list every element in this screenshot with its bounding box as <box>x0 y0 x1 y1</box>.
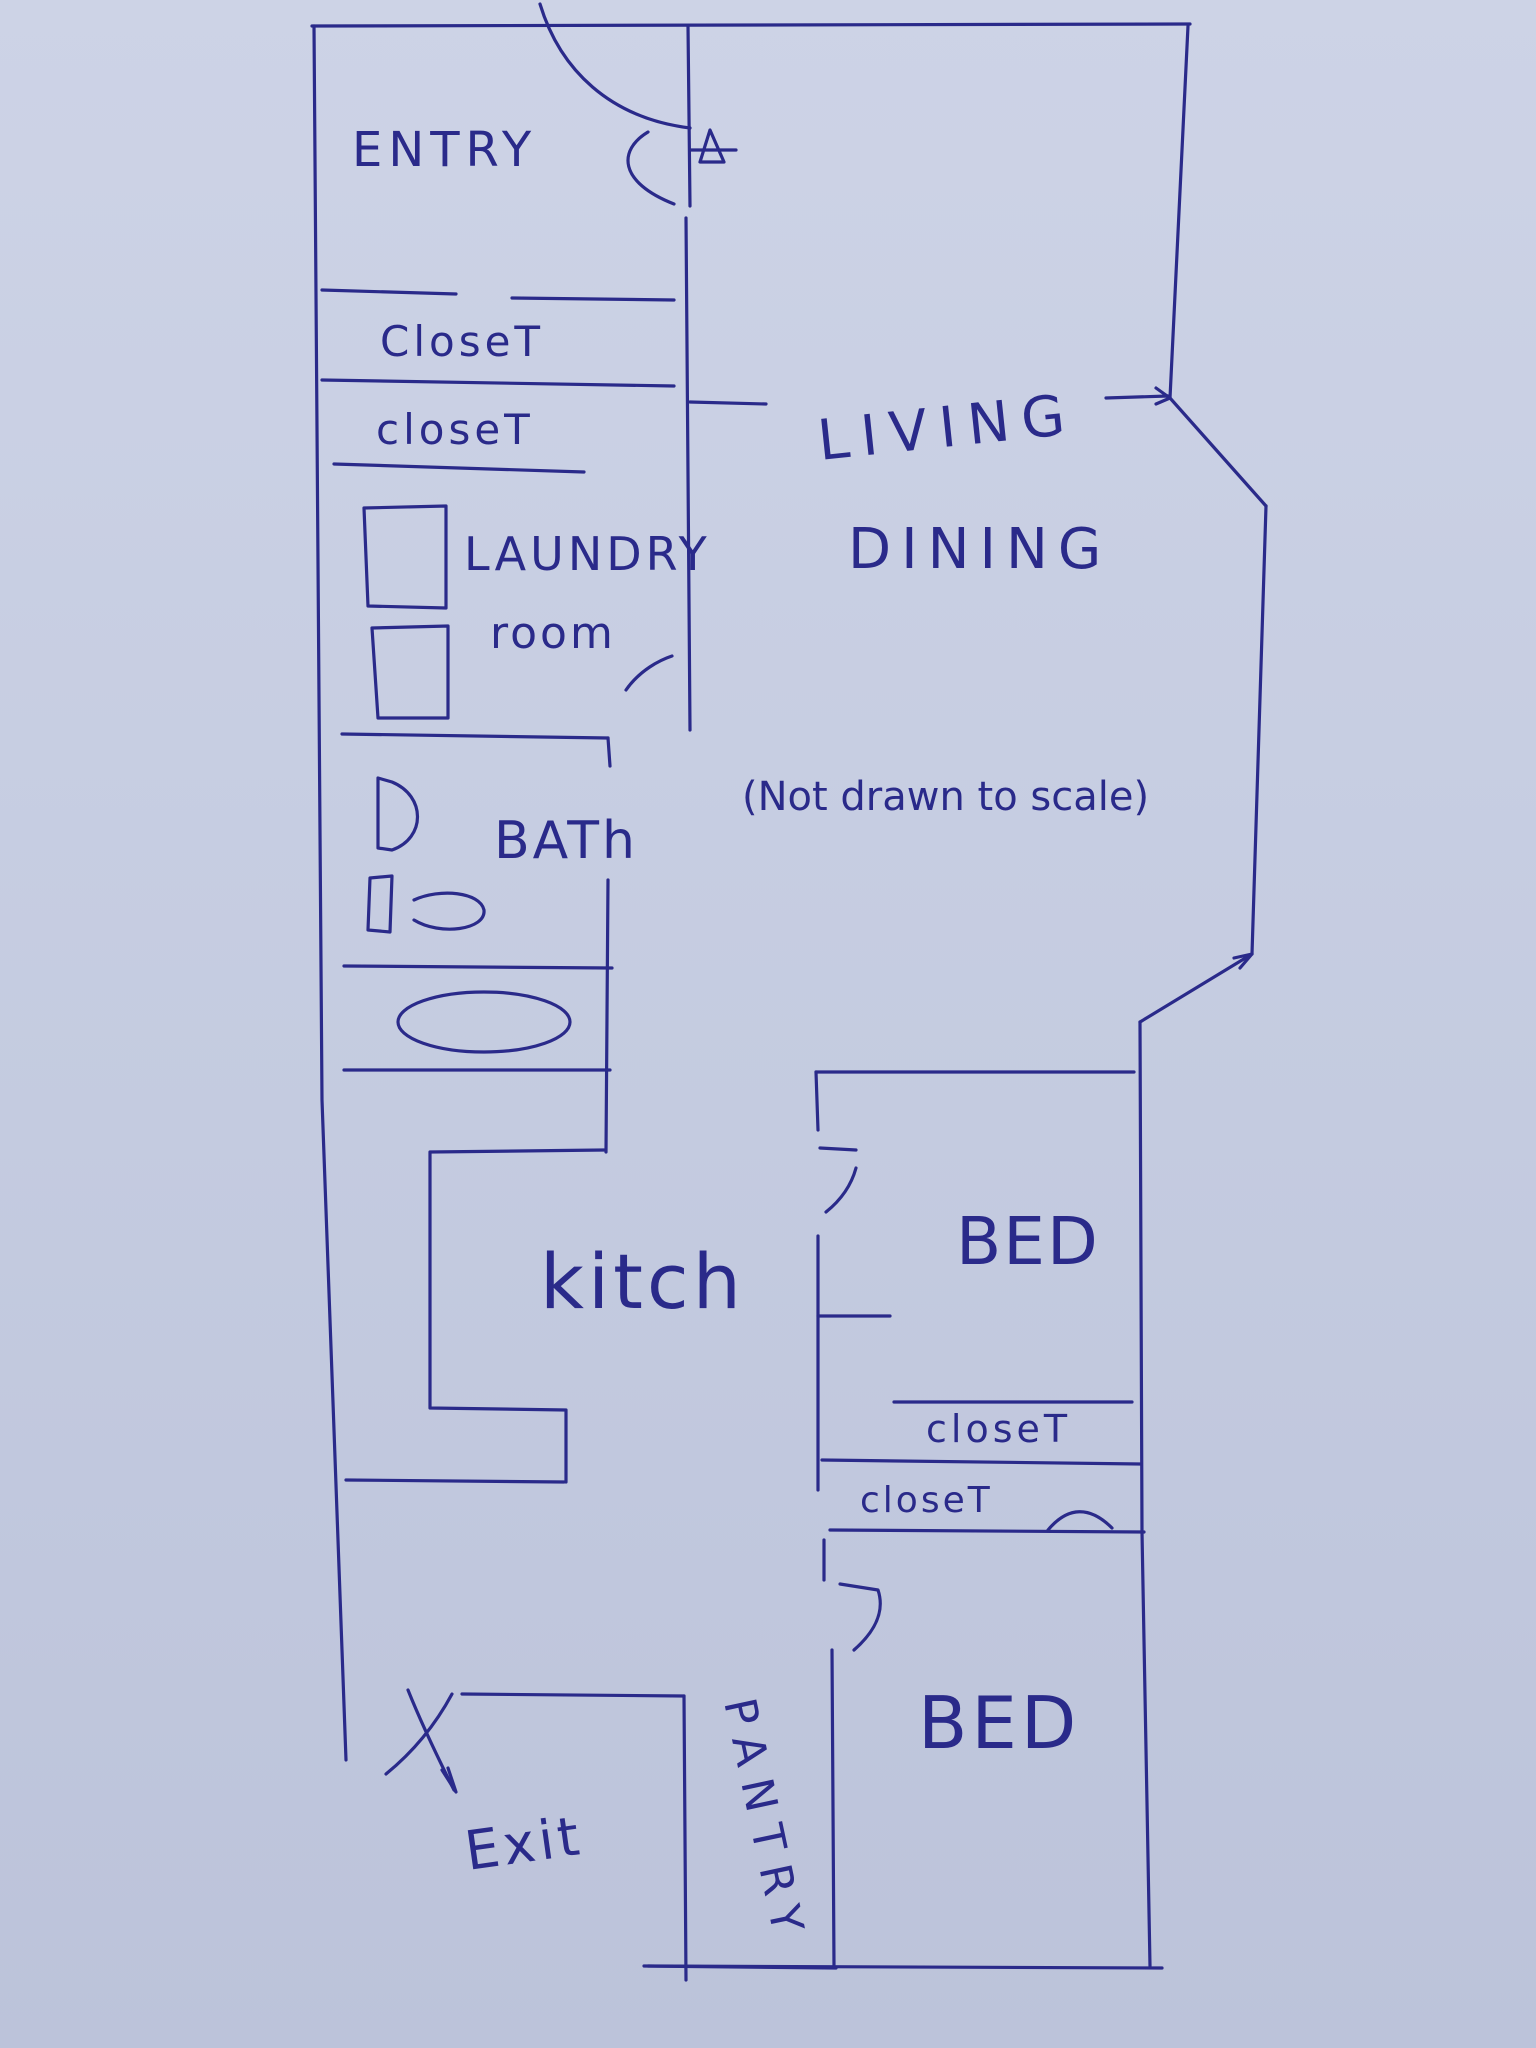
closet-3-bottom-wall <box>820 1458 1142 1466</box>
entry-door-arc <box>626 130 676 206</box>
bath-wall-stub <box>606 736 612 768</box>
label-exit: Exit <box>461 1804 587 1883</box>
bay-arrow-top <box>1104 386 1172 406</box>
bed-1-door-swing <box>818 1146 858 1214</box>
pantry-left-wall <box>682 1694 688 1982</box>
bath-area <box>342 776 614 1154</box>
outer-walls <box>310 22 1268 1970</box>
column-right-wall <box>684 216 692 732</box>
note-not-to-scale: (Not drawn to scale) <box>742 774 1149 820</box>
label-entry: ENTRY <box>352 122 537 178</box>
bay-arrow-bottom <box>1232 952 1254 970</box>
wall-left <box>312 24 348 1762</box>
laundry-door-swing <box>624 654 674 692</box>
label-closet-1: CloseT <box>380 317 544 366</box>
left-service-column <box>320 216 768 768</box>
closet-1-bottom-wall <box>320 378 676 388</box>
kitchen-bottom-wall <box>344 1478 566 1484</box>
bed-2-left-wall <box>830 1648 836 1968</box>
label-closet-2: closeT <box>376 405 534 454</box>
entry-right-wall <box>686 24 692 208</box>
bedroom-area <box>814 1070 1146 1968</box>
closet-4-door-arc <box>1046 1510 1114 1532</box>
exit-top-wall <box>460 1692 686 1698</box>
label-kitchen: kitch <box>540 1237 745 1326</box>
wall-top <box>310 22 1192 28</box>
kitchen-area <box>344 1148 606 1484</box>
living-wall-stub <box>688 400 768 406</box>
wall-right-top <box>1168 24 1190 400</box>
label-bath: BATh <box>494 811 638 871</box>
exit-pantry-area <box>384 1688 838 1982</box>
wall-right-lower <box>1138 1020 1152 1968</box>
entry-area <box>538 2 738 208</box>
tub-top-wall <box>342 964 614 970</box>
entry-door-swing <box>538 2 692 130</box>
kitchen-counter <box>428 1148 606 1484</box>
label-bed-2: BED <box>918 1681 1080 1765</box>
label-pantry: PANTRY <box>713 1694 815 1951</box>
label-dining: DINING <box>848 517 1111 582</box>
label-closet-4: closeT <box>860 1480 993 1521</box>
bay-diagonal-bottom <box>1138 952 1254 1024</box>
bay-diagonal-top <box>1168 396 1268 508</box>
closet-2-bottom-wall <box>332 462 586 474</box>
washer-icon <box>362 504 448 610</box>
pantry-bottom-wall <box>642 1964 838 1970</box>
sink-icon <box>366 874 394 934</box>
laundry-bottom-wall <box>340 732 610 740</box>
bed-2-door-swing <box>838 1582 882 1652</box>
toilet-tank-icon <box>376 776 419 852</box>
label-laundry: LAUNDRY <box>464 527 711 581</box>
entry-door-marker <box>688 128 738 164</box>
bay-right <box>1250 504 1268 956</box>
label-laundry-room: room <box>490 608 616 659</box>
closet-1-top-wall <box>320 288 676 302</box>
toilet-bowl-icon <box>412 891 486 931</box>
label-closet-3: closeT <box>926 1407 1071 1451</box>
bath-right-wall <box>604 878 610 1154</box>
exit-door-arrow <box>440 1766 458 1794</box>
dryer-icon <box>370 624 450 720</box>
room-labels: ENTRY CloseT closeT LAUNDRY room BATh LI… <box>352 122 1149 1951</box>
closet-4-bottom-wall <box>828 1528 1146 1534</box>
label-living: LIVING <box>815 382 1080 474</box>
bed-1-left-wall-top <box>814 1070 820 1132</box>
bathtub-icon <box>396 990 572 1054</box>
label-bed-1: BED <box>956 1203 1100 1280</box>
